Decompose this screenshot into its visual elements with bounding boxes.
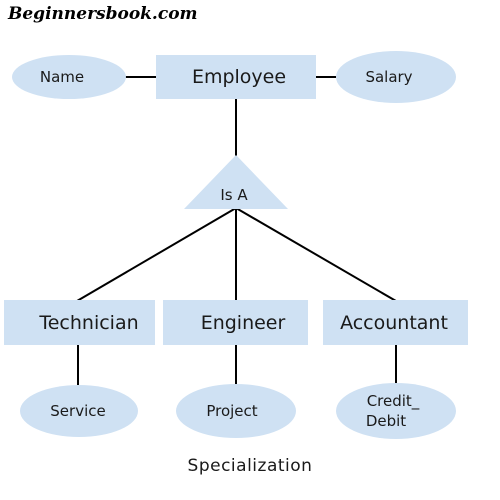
attribute-name: Name [12,55,126,99]
attribute-credit-debit-shape [336,383,456,439]
isa-relationship: Is A [184,155,288,209]
attribute-salary: Salary [336,51,456,103]
entity-technician-label: Technician [38,312,138,334]
entity-technician-shape [4,300,155,345]
attribute-service-shape [20,385,138,437]
isa-label: Is A [220,186,248,204]
isa-triangle-shape [184,155,288,209]
diagram-caption: Specialization [188,456,313,476]
connector-isa-technician [76,207,237,302]
entity-engineer-label: Engineer [201,312,286,334]
entity-accountant-label: Accountant [340,312,448,334]
attribute-credit-debit: Credit_ Debit [336,383,456,439]
attribute-credit-debit-label-line-2: Debit [366,412,406,430]
attribute-service: Service [20,385,138,437]
attribute-project-shape [176,384,296,438]
attribute-name-label: Name [40,68,84,86]
connector-isa-accountant [235,207,397,302]
entity-employee: Employee [156,55,316,99]
entity-accountant: Accountant [323,300,468,345]
entity-accountant-shape [323,300,468,345]
attribute-service-label: Service [50,402,105,420]
attribute-credit-debit-label-line-1: Credit_ [367,392,420,411]
entity-engineer-shape [163,300,308,345]
attribute-project: Project [176,384,296,438]
attribute-name-shape [12,55,126,99]
attribute-project-label: Project [206,402,257,420]
attribute-salary-label: Salary [365,68,412,86]
entity-employee-shape [156,55,316,99]
entity-engineer: Engineer [163,300,308,345]
attribute-salary-shape [336,51,456,103]
brand-logo-text: Beginnersbook.com [7,4,198,24]
entity-technician: Technician [4,300,155,345]
entity-employee-label: Employee [192,66,286,88]
connector-lines [76,76,397,385]
